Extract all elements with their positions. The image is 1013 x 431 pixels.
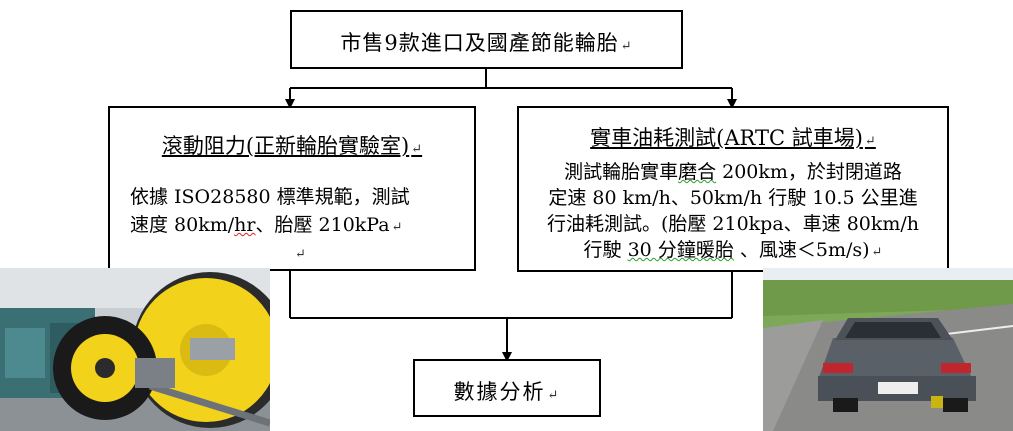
rolling-resistance-title: 滾動阻力(正新輪胎實驗室)↵ [161,134,423,158]
paragraph-mark: ↵ [295,247,306,262]
description-line: 依據 ISO28580 標準規範，測試 [130,186,410,208]
data-analysis-box: 數據分析↵ [413,359,601,417]
description-line: 定速 80 km/h、50km/h 行駛 10.5 公里進 [548,187,918,209]
description-line: 速度 80km/hr、胎壓 210kPa↵ [130,214,403,236]
return-mark: ↵ [620,39,633,54]
return-mark: ↵ [547,388,561,403]
rolling-resistance-description: 依據 ISO28580 標準規範，測試 速度 80km/hr、胎壓 210kPa… [130,183,468,242]
rolling-resistance-box: 滾動阻力(正新輪胎實驗室)↵ 依據 ISO28580 標準規範，測試 速度 80… [108,106,476,271]
return-mark: ↵ [411,142,423,157]
test-car-on-track-photo [763,268,1013,431]
source-tires-label: 市售9款進口及國產節能輪胎↵ [340,31,633,55]
return-mark: ↵ [864,134,876,149]
description-line: 行駛 30 分鐘暖胎 、風速＜5m/s)↵ [583,239,883,261]
rolling-resistance-machine-photo [0,268,270,431]
description-line: 行油耗測試。(胎壓 210kpa、車速 80km/h [546,213,920,235]
fuel-consumption-box: 實車油耗測試(ARTC 試車場)↵ 測試輪胎實車磨合 200km，於封閉道路 定… [517,106,949,272]
data-analysis-label: 數據分析↵ [453,380,561,404]
description-line: 測試輪胎實車磨合 200km，於封閉道路 [564,161,902,183]
fuel-consumption-description: 測試輪胎實車磨合 200km，於封閉道路 定速 80 km/h、50km/h 行… [523,159,943,266]
fuel-consumption-title: 實車油耗測試(ARTC 試車場)↵ [590,126,876,150]
source-tires-box: 市售9款進口及國產節能輪胎↵ [290,10,683,69]
